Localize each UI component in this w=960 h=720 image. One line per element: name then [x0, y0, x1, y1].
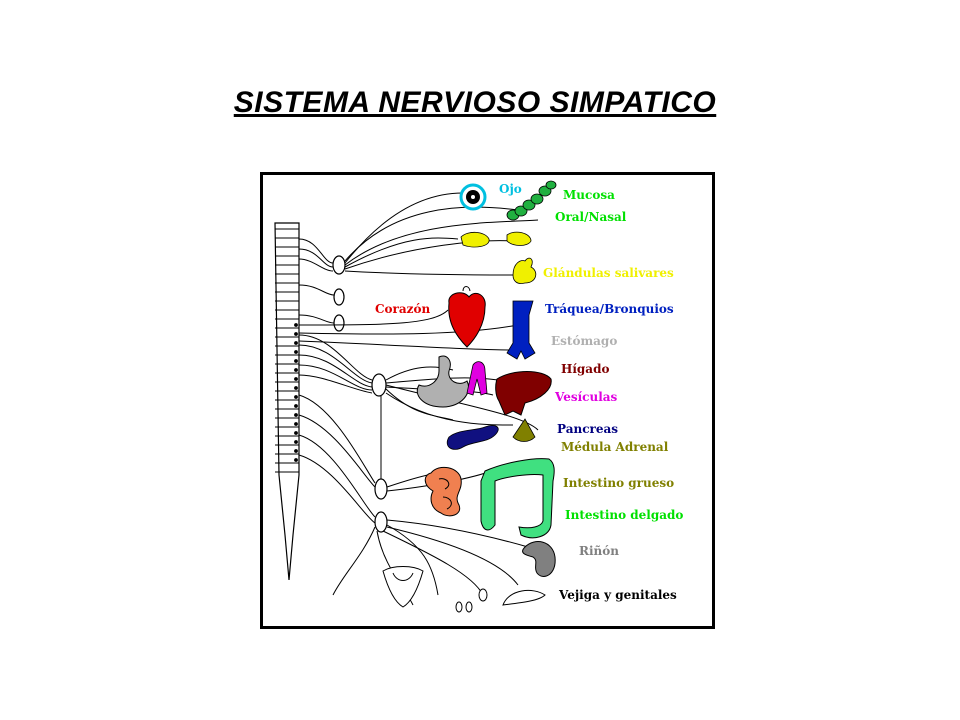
- label-estomago: Estómago: [551, 334, 617, 348]
- label-int-grueso: Intestino grueso: [563, 476, 674, 490]
- ganglia: [332, 255, 388, 533]
- nerve-root-dot: [294, 377, 298, 381]
- vesicles-organ: [466, 361, 488, 396]
- eye-organ: [459, 183, 487, 211]
- nerve-root-dot: [294, 449, 298, 453]
- nerve-root-dot: [294, 350, 298, 354]
- vertebrae: [275, 228, 299, 473]
- page-title: SISTEMA NERVIOSO SIMPATICO: [233, 86, 717, 119]
- stomach-organ: [416, 355, 469, 408]
- large-intestine-organ: [480, 458, 555, 539]
- nerve-root-dot: [294, 341, 298, 345]
- kidney-organ: [522, 541, 556, 577]
- label-glandulas: Glándulas salivares: [543, 266, 674, 280]
- nerve-root-dot: [294, 440, 298, 444]
- label-higado: Hígado: [561, 362, 609, 376]
- liver-organ: [495, 371, 552, 416]
- pancreas-organ: [446, 425, 499, 450]
- nervous-system-diagram: Ojo Mucosa Oral/Nasal Glándulas salivare…: [274, 180, 683, 613]
- nerve-fibers: [298, 192, 539, 606]
- nerve-root-dot: [294, 422, 298, 426]
- nerve-root-dot: [294, 404, 298, 408]
- label-vesiculas: Vesículas: [554, 390, 618, 404]
- trachea-organ: [506, 300, 536, 360]
- label-rinon: Riñón: [579, 544, 619, 558]
- label-mucosa: Mucosa: [563, 188, 615, 202]
- label-corazon: Corazón: [375, 302, 430, 316]
- nerve-root-dot: [294, 431, 298, 435]
- salivary-glands-organ: [460, 231, 537, 284]
- nerve-root-dot: [294, 386, 298, 390]
- diagram-frame: Ojo Mucosa Oral/Nasal Glándulas salivare…: [260, 172, 715, 629]
- nerve-root-dot: [294, 332, 298, 336]
- nerve-root-dot: [294, 395, 298, 399]
- label-pancreas: Pancreas: [557, 422, 618, 436]
- bladder-genitals-organ: [382, 566, 546, 613]
- label-int-delgado: Intestino delgado: [565, 508, 683, 522]
- label-vejiga: Vejiga y genitales: [558, 588, 677, 602]
- mucosa-organ: [506, 180, 557, 221]
- label-traquea: Tráquea/Bronquios: [545, 302, 674, 316]
- nerve-root-dot: [294, 413, 298, 417]
- spinal-column: [274, 222, 300, 581]
- label-medula: Médula Adrenal: [561, 440, 669, 454]
- nerve-root-dot: [294, 359, 298, 363]
- small-intestine-organ: [424, 466, 462, 517]
- adrenal-organ: [512, 418, 536, 442]
- label-oral-nasal: Oral/Nasal: [555, 210, 627, 224]
- nerve-root-dot: [294, 323, 298, 327]
- label-ojo: Ojo: [499, 182, 522, 196]
- heart-organ: [448, 286, 486, 348]
- nerve-root-dot: [294, 368, 298, 372]
- nerve-root-dot: [294, 458, 298, 462]
